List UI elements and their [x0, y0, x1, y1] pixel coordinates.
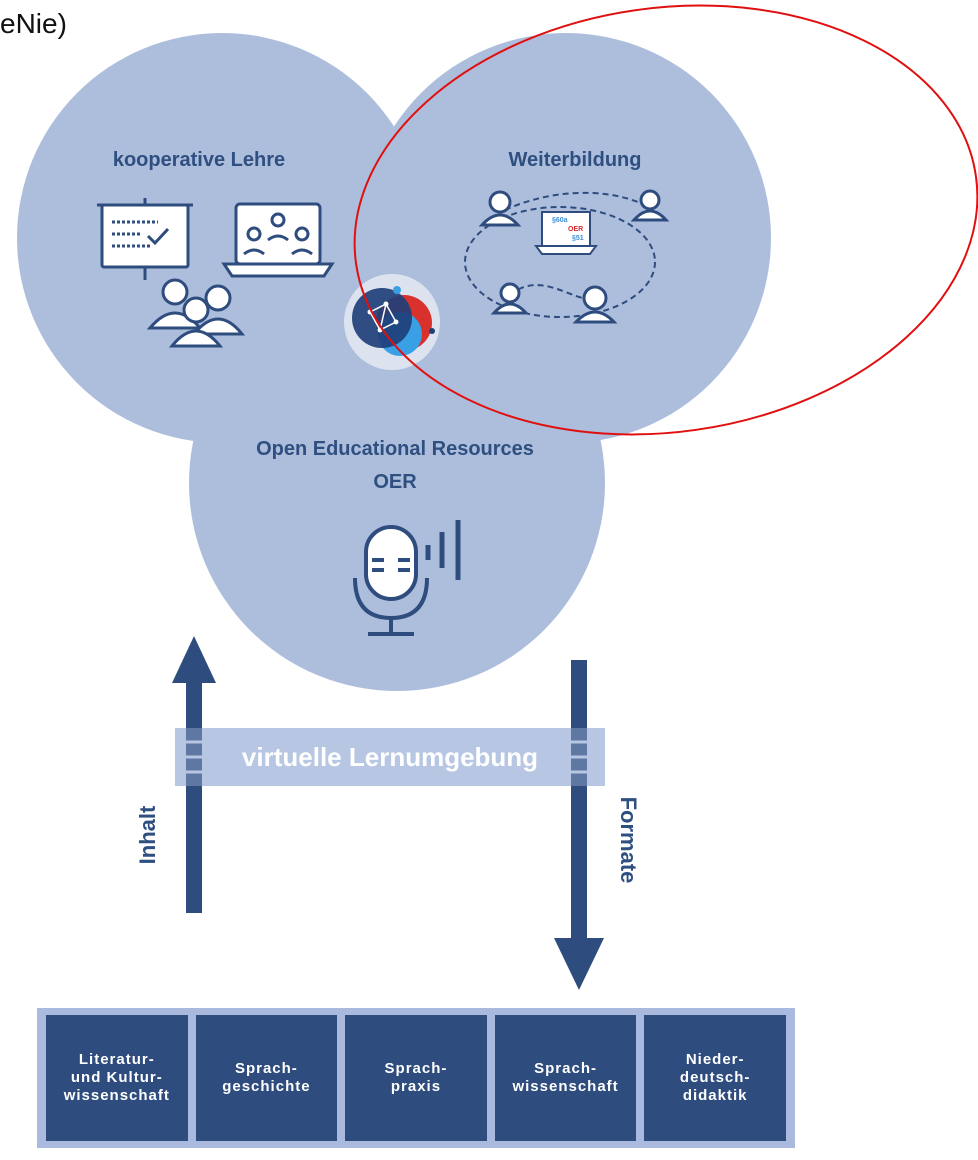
title-oer-line2: OER: [373, 471, 417, 493]
legal-text-60a: §60a: [552, 217, 568, 224]
circle-oer: [189, 275, 605, 691]
cropped-header-text: eNie): [0, 8, 67, 39]
virtual-learning-band: [175, 728, 605, 786]
discipline-box-niederdeutschdidaktik: Nieder- deutsch- didaktik: [644, 1015, 786, 1141]
legal-text-51: §51: [572, 235, 584, 242]
legal-text-oer: OER: [568, 226, 583, 233]
discipline-boxes: Literatur- und Kultur- wissenschaft Spra…: [46, 1015, 786, 1141]
legal-laptop-icon: §60a OER §51: [534, 211, 598, 255]
podcast-microphone-icon: [353, 520, 461, 636]
discipline-box-sprachpraxis: Sprach- praxis: [345, 1015, 487, 1141]
presentation-board-icon: [97, 198, 193, 280]
title-kooperative-lehre: kooperative Lehre: [113, 149, 285, 171]
title-oer-line1: Open Educational Resources: [256, 438, 534, 460]
discipline-box-sprachgeschichte: Sprach- geschichte: [195, 1015, 338, 1141]
venn-circles: [17, 33, 771, 691]
annotation-ellipse: [353, 4, 978, 436]
inhalt-label: Inhalt: [135, 805, 160, 865]
formate-label: Formate: [616, 796, 641, 884]
arrow-up-inhalt: [172, 636, 216, 913]
discipline-box-sprachwissenschaft: Sprach- wissenschaft: [494, 1015, 637, 1141]
title-weiterbildung: Weiterbildung: [509, 149, 642, 171]
people-network-icon: §60a OER §51: [464, 189, 670, 324]
video-conference-laptop-icon: [221, 202, 335, 278]
arrow-down-formate: [554, 660, 604, 990]
people-group-icon: [146, 278, 246, 348]
discipline-box-literatur: Literatur- und Kultur- wissenschaft: [46, 1015, 188, 1141]
virtual-learning-label: virtuelle Lernumgebung: [241, 741, 539, 772]
network-logo: [344, 274, 440, 370]
